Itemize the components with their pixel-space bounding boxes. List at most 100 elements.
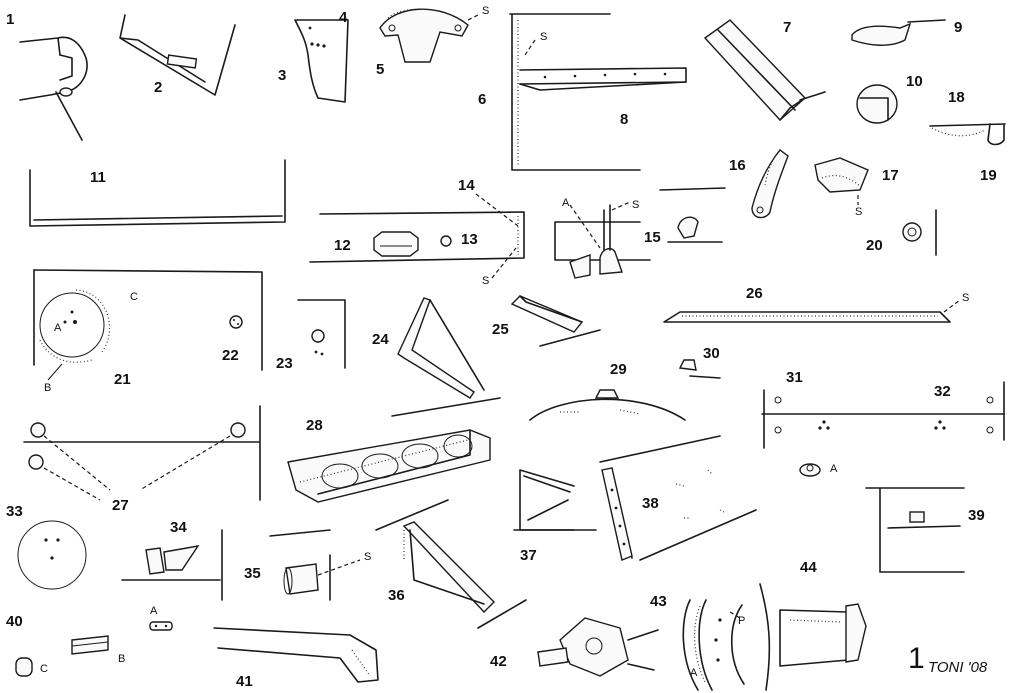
part-34-drawing — [121, 529, 223, 601]
artist-signature: TONI '08 — [928, 659, 988, 676]
callout-c-21: C — [130, 291, 138, 303]
part-number-40: 40 — [6, 613, 23, 630]
part-23-drawing — [297, 299, 346, 369]
part-number-27: 27 — [112, 497, 129, 514]
part-number-28: 28 — [306, 417, 323, 434]
part-number-21: 21 — [114, 371, 131, 388]
part-number-10: 10 — [906, 73, 923, 90]
part-number-13: 13 — [461, 231, 478, 248]
part-number-18: 18 — [948, 89, 965, 106]
part-31-32-drawing — [761, 381, 1005, 477]
part-number-2: 2 — [154, 79, 162, 96]
callout-s-5: S — [482, 5, 489, 17]
part-number-38: 38 — [642, 495, 659, 512]
callout-s-17: S — [855, 206, 862, 218]
part-17-drawing — [814, 157, 869, 205]
part-number-33: 33 — [6, 503, 23, 520]
part-number-35: 35 — [244, 565, 261, 582]
callout-s-14: S — [482, 275, 489, 287]
part-16-drawing — [751, 149, 789, 219]
callout-s-35: S — [364, 551, 371, 563]
part-number-36: 36 — [388, 587, 405, 604]
part-number-3: 3 — [278, 67, 286, 84]
part-number-5: 5 — [376, 61, 384, 78]
callout-p-43: P — [738, 615, 745, 627]
part-number-41: 41 — [236, 673, 253, 690]
part-2-drawing — [119, 14, 236, 96]
part-number-42: 42 — [490, 653, 507, 670]
part-number-19: 19 — [980, 167, 997, 184]
callout-s-6: S — [540, 31, 547, 43]
part-15-drawing — [554, 187, 726, 279]
part-24-drawing — [391, 297, 501, 417]
part-number-6: 6 — [478, 91, 486, 108]
part-11-drawing — [29, 159, 286, 227]
page-number: 1 — [908, 642, 925, 675]
part-number-39: 39 — [968, 507, 985, 524]
part-number-4: 4 — [339, 9, 348, 26]
part-number-23: 23 — [276, 355, 293, 372]
part-number-30: 30 — [703, 345, 720, 362]
part-7-drawing — [703, 19, 826, 121]
part-41-drawing — [213, 627, 379, 683]
part-number-1: 1 — [6, 11, 14, 28]
part-number-29: 29 — [610, 361, 627, 378]
callout-a-15: A — [562, 197, 570, 209]
part-20-drawing — [902, 209, 937, 256]
part-number-20: 20 — [866, 237, 883, 254]
part-number-32: 32 — [934, 383, 951, 400]
part-36-drawing — [375, 499, 527, 629]
part-number-8: 8 — [620, 111, 628, 128]
part-10-drawing — [856, 84, 898, 124]
callout-s-15: S — [632, 199, 639, 211]
part-number-16: 16 — [729, 157, 746, 174]
part-number-17: 17 — [882, 167, 899, 184]
part-number-14: 14 — [458, 177, 475, 194]
part-9-drawing — [851, 19, 946, 46]
callout-s-26: S — [962, 292, 969, 304]
part-number-43: 43 — [650, 593, 667, 610]
part-1-drawing — [19, 36, 88, 141]
callout-b-40: B — [118, 653, 125, 665]
part-number-25: 25 — [492, 321, 509, 338]
callout-a-21: A — [54, 322, 62, 334]
part-33-drawing — [17, 520, 87, 590]
callout-a-31: A — [830, 463, 838, 475]
part-38-drawing — [599, 435, 757, 561]
part-number-9: 9 — [954, 19, 962, 36]
part-12-14-drawing — [309, 193, 525, 279]
part-3-4-drawing — [294, 19, 349, 103]
part-number-12: 12 — [334, 237, 351, 254]
part-29-30-drawing — [529, 359, 721, 421]
part-5-drawing — [379, 8, 479, 63]
part-42-drawing — [537, 617, 659, 677]
callout-a-40: A — [150, 605, 158, 617]
callout-c-40: C — [40, 663, 48, 675]
part-number-22: 22 — [222, 347, 239, 364]
part-number-15: 15 — [644, 229, 661, 246]
part-35-drawing — [269, 529, 361, 601]
part-43-drawing — [682, 599, 745, 691]
part-37-drawing — [513, 469, 597, 531]
part-number-24: 24 — [372, 331, 389, 348]
part-number-31: 31 — [786, 369, 803, 386]
part-39-drawing — [865, 487, 965, 573]
part-25-drawing — [510, 295, 601, 347]
part-number-7: 7 — [783, 19, 791, 36]
part-6-8-drawing — [509, 13, 687, 171]
part-40-drawing — [15, 621, 173, 677]
part-26-drawing — [663, 299, 961, 323]
part-44-drawing — [759, 583, 867, 691]
part-number-26: 26 — [746, 285, 763, 302]
part-number-44: 44 — [800, 559, 817, 576]
part-number-11: 11 — [90, 169, 106, 186]
part-18-19-drawing — [929, 123, 1006, 146]
part-28-drawing — [287, 429, 491, 503]
callout-b-21: B — [44, 382, 51, 394]
part-27-drawing — [23, 405, 261, 501]
part-21-22-drawing — [33, 269, 263, 381]
callout-a-43: A — [690, 667, 698, 679]
part-number-34: 34 — [170, 519, 187, 536]
part-number-37: 37 — [520, 547, 537, 564]
